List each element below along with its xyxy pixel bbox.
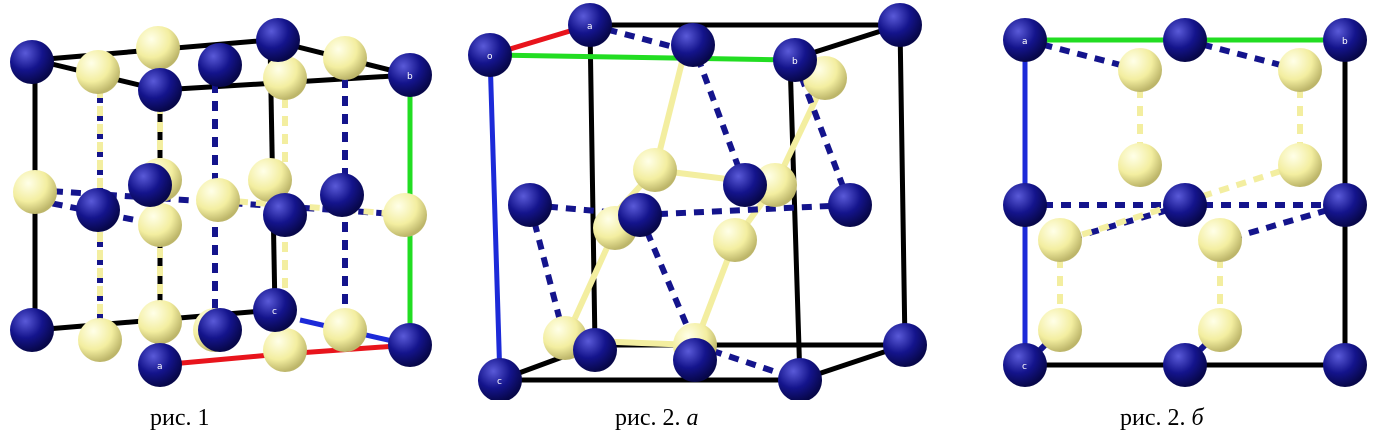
corner-labels: o a b c <box>487 22 798 387</box>
axis-c-line <box>487 54 503 381</box>
label-a: a <box>1022 37 1028 47</box>
atoms-blue <box>10 18 432 387</box>
crystal-structure-fig2b: a b c <box>1003 18 1367 387</box>
figure-1: a b c рис. 1 <box>0 0 440 446</box>
label-o: o <box>487 52 493 62</box>
axis-b-line <box>489 52 791 63</box>
label-b: b <box>1342 37 1348 47</box>
figure-caption: рис. 1 <box>150 405 210 431</box>
figure-2b: a b c рис. 2. б <box>985 0 1380 446</box>
figure-caption: рис. 2. а <box>615 405 699 431</box>
crystal-structure-fig2a: o a b c <box>468 3 927 400</box>
label-b: b <box>407 72 413 82</box>
label-c: c <box>272 307 277 317</box>
label-c: c <box>497 377 502 387</box>
atoms-yellow <box>1038 48 1322 352</box>
label-b: b <box>792 57 798 67</box>
label-c: c <box>1022 362 1027 372</box>
corner-labels: a b c <box>157 72 413 372</box>
crystal-structure-fig1: a b c <box>10 18 432 387</box>
label-a: a <box>587 22 593 32</box>
figure-caption: рис. 2. б <box>1120 405 1204 431</box>
atoms-blue <box>1003 18 1367 387</box>
label-a: a <box>157 362 163 372</box>
corner-labels: a b c <box>1022 37 1348 372</box>
atoms-blue <box>468 3 927 400</box>
figure-2a: o a b c рис. 2. а <box>455 0 945 446</box>
